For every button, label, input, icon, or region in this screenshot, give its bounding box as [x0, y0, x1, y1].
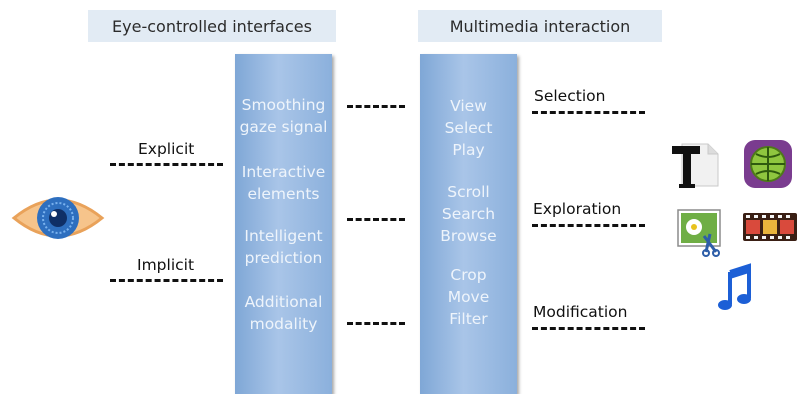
column-item-line: Browse: [440, 227, 497, 245]
column-item-intelligent: Intelligent prediction: [235, 225, 332, 269]
header-left-label: Eye-controlled interfaces: [112, 16, 312, 36]
column-item-line: View: [450, 97, 487, 115]
connector-dash: [347, 105, 405, 108]
column-item-line: Scroll: [447, 183, 490, 201]
column-item-line: Play: [452, 141, 485, 159]
film-strip-icon: [743, 213, 797, 241]
eye-control-column: Smoothing gaze signal Interactive elemen…: [235, 54, 332, 394]
column-item-line: Move: [447, 288, 490, 306]
column-item-line: Interactive: [241, 163, 326, 181]
eye-icon: [11, 197, 105, 239]
music-note-icon: [718, 263, 751, 310]
column-item-view-group: View Select Play: [420, 95, 517, 161]
selection-dash: [532, 111, 645, 114]
header-right-label: Multimedia interaction: [449, 16, 631, 36]
selection-label: Selection: [534, 87, 606, 105]
column-item-line: modality: [249, 315, 318, 333]
column-item-line: Search: [441, 205, 496, 223]
column-item-line: Additional: [244, 293, 323, 311]
text-document-icon: [672, 143, 719, 188]
modification-dash: [532, 327, 645, 330]
modification-label: Modification: [533, 303, 628, 321]
column-item-line: Filter: [449, 310, 488, 328]
header-eye-controlled-interfaces: Eye-controlled interfaces: [88, 10, 336, 42]
implicit-label: Implicit: [137, 256, 195, 274]
implicit-dash: [110, 279, 223, 282]
header-multimedia-interaction: Multimedia interaction: [418, 10, 662, 42]
globe-icon: [744, 140, 792, 188]
column-item-additional: Additional modality: [235, 291, 332, 335]
column-item-line: Select: [444, 119, 493, 137]
connector-dash: [347, 218, 405, 221]
exploration-label: Exploration: [533, 200, 622, 218]
exploration-dash: [532, 224, 645, 227]
column-item-smoothing: Smoothing gaze signal: [235, 94, 332, 138]
explicit-dash: [110, 163, 223, 166]
column-item-scroll-group: Scroll Search Browse: [420, 181, 517, 247]
connector-dash: [347, 322, 405, 325]
column-item-line: gaze signal: [239, 118, 328, 136]
column-item-line: Intelligent: [244, 227, 323, 245]
column-item-crop-group: Crop Move Filter: [420, 264, 517, 330]
image-edit-icon: [677, 209, 721, 257]
column-item-line: elements: [247, 185, 320, 203]
column-item-line: Smoothing: [241, 96, 326, 114]
multimedia-column: View Select Play Scroll Search Browse Cr…: [420, 54, 517, 394]
column-item-interactive: Interactive elements: [235, 161, 332, 205]
column-item-line: prediction: [244, 249, 323, 267]
explicit-label: Explicit: [138, 140, 195, 158]
column-item-line: Crop: [450, 266, 487, 284]
